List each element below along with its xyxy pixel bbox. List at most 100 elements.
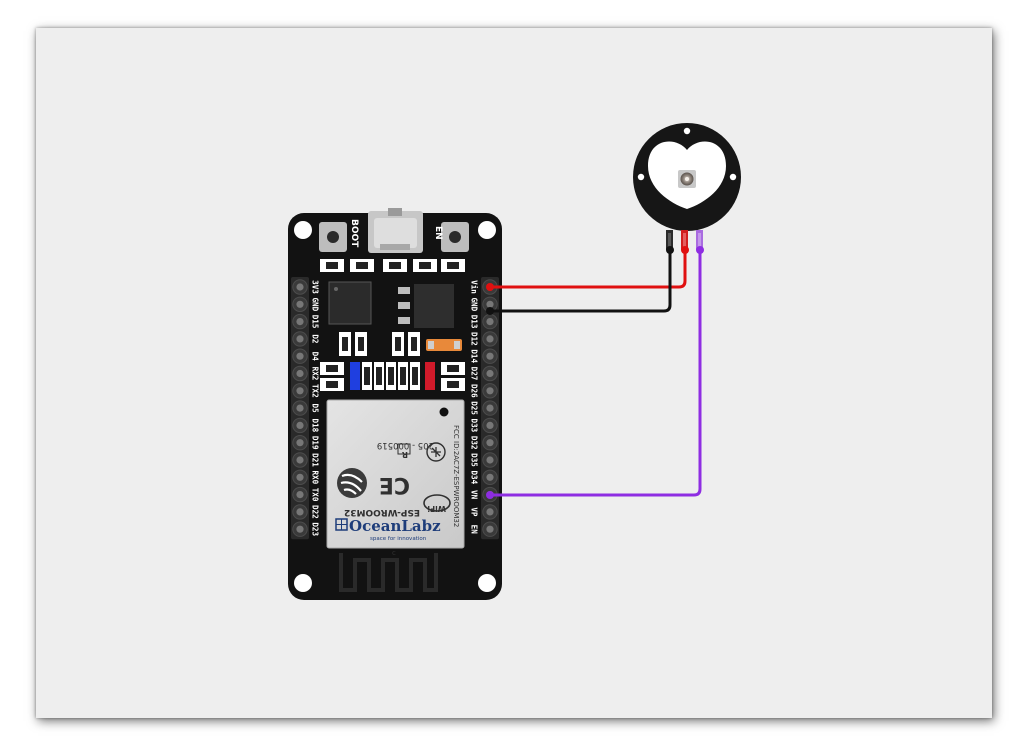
pin-label-vp-right: VP bbox=[469, 507, 478, 517]
mounting-hole bbox=[478, 221, 496, 239]
header-pin-d19-left[interactable] bbox=[292, 435, 308, 451]
pin-label-d33-right: D33 bbox=[469, 419, 478, 433]
oceanlabz-logo-icon bbox=[335, 518, 348, 531]
pin-label-d25-right: D25 bbox=[469, 401, 478, 415]
pin-label-d12-right: D12 bbox=[469, 332, 478, 346]
pin-label-3v3-left: 3V3 bbox=[310, 280, 319, 294]
pin-label-d22-left: D22 bbox=[310, 505, 319, 519]
header-pin-d5-left[interactable] bbox=[292, 400, 308, 416]
pulse-sensor[interactable] bbox=[633, 123, 741, 250]
header-pin-d22-left[interactable] bbox=[292, 504, 308, 520]
boot-button[interactable] bbox=[319, 222, 347, 252]
header-pin-d25-right[interactable] bbox=[482, 400, 498, 416]
pin-label-rx2-left: RX2 bbox=[310, 367, 319, 381]
pin-label-vin-right: Vin bbox=[469, 280, 478, 294]
header-pin-tx2-left[interactable] bbox=[292, 383, 308, 399]
usb-serial-chip bbox=[328, 281, 372, 325]
wifi-logo-icon: WiFi bbox=[423, 494, 451, 513]
wire-vin[interactable] bbox=[490, 250, 687, 289]
pin-label-d26-right: D26 bbox=[469, 384, 478, 398]
resistor-row bbox=[320, 362, 465, 391]
wire-endpoint bbox=[696, 246, 704, 254]
sensor-leads bbox=[666, 230, 703, 250]
mounting-hole bbox=[478, 574, 496, 592]
pin-label-d19-left: D19 bbox=[310, 436, 319, 450]
header-pin-tx0-left[interactable] bbox=[292, 486, 308, 503]
brand-text: OceanLabz bbox=[349, 517, 441, 535]
espressif-logo-icon bbox=[337, 468, 367, 498]
module-fcc-text: FCC ID:2AC7Z-ESPWROOM32 bbox=[452, 425, 460, 527]
header-pin-d35-right[interactable] bbox=[482, 452, 498, 468]
header-pin-d18-left[interactable] bbox=[292, 417, 308, 434]
left-pin-labels: 3V3GNDD15D2D4RX2TX2D5D18D19D21RX0TX0D22D… bbox=[310, 280, 319, 536]
en-button-label: EN bbox=[433, 226, 443, 240]
pcb-antenna: c bbox=[339, 549, 438, 592]
header-pin-en-right[interactable] bbox=[482, 521, 498, 537]
svg-text:R: R bbox=[402, 450, 408, 459]
wire-endpoint bbox=[486, 491, 494, 499]
pin-label-tx2-left: TX2 bbox=[310, 384, 319, 398]
sensor-mount-hole bbox=[637, 173, 645, 181]
header-pin-rx0-left[interactable] bbox=[292, 469, 308, 485]
right-pin-header bbox=[481, 277, 499, 540]
pin-label-tx0-left: TX0 bbox=[310, 488, 319, 502]
header-pin-d2-left[interactable] bbox=[292, 331, 308, 347]
header-pin-d12-right[interactable] bbox=[482, 331, 498, 347]
pin-label-d32-right: D32 bbox=[469, 436, 478, 450]
header-pin-d34-right[interactable] bbox=[482, 469, 498, 485]
header-pin-d26-right[interactable] bbox=[482, 383, 498, 399]
header-pin-d27-right[interactable] bbox=[482, 365, 498, 382]
pin-label-d13-right: D13 bbox=[469, 315, 478, 329]
pin-label-d34-right: D34 bbox=[469, 470, 478, 484]
sensor-led-icon bbox=[678, 170, 696, 188]
pin-label-d4-left: D4 bbox=[310, 352, 319, 362]
header-pin-d4-left[interactable] bbox=[292, 348, 308, 364]
header-pin-d33-right[interactable] bbox=[482, 417, 498, 434]
header-pin-d14-right[interactable] bbox=[482, 348, 498, 364]
pin-label-d2-left: D2 bbox=[310, 334, 319, 343]
pin-label-d15-left: D15 bbox=[310, 315, 319, 329]
header-pin-d13-right[interactable] bbox=[482, 313, 498, 330]
mounting-hole bbox=[294, 574, 312, 592]
wire-gnd[interactable] bbox=[490, 250, 672, 313]
voltage-regulator bbox=[398, 284, 454, 328]
pin-label-rx0-left: RX0 bbox=[310, 470, 319, 484]
right-pin-labels: VinGNDD13D12D14D27D26D25D33D32D35D34VNVP… bbox=[469, 280, 478, 534]
header-pin-rx2-left[interactable] bbox=[292, 365, 308, 382]
left-pin-header bbox=[291, 277, 309, 540]
mounting-hole bbox=[294, 221, 312, 239]
pin-label-en-right: EN bbox=[469, 525, 478, 535]
smd-components-top bbox=[320, 259, 465, 272]
diagram-canvas bbox=[36, 28, 992, 718]
module-model-text: ESP-WROOM32 bbox=[344, 507, 420, 517]
esp-wroom32-module: FCC ID:2AC7Z-ESPWROOM32 205 - 000519 R C… bbox=[326, 399, 465, 549]
header-pin-d32-right[interactable] bbox=[482, 435, 498, 451]
pin-label-vn-right: VN bbox=[469, 490, 478, 500]
header-pin-gnd-right[interactable] bbox=[482, 296, 498, 312]
header-pin-d23-left[interactable] bbox=[292, 521, 308, 537]
header-pin-vp-right[interactable] bbox=[482, 504, 498, 520]
pin-label-d23-left: D23 bbox=[310, 522, 319, 536]
usb-port[interactable] bbox=[368, 208, 423, 253]
en-button[interactable] bbox=[441, 222, 469, 252]
sensor-mount-hole bbox=[683, 127, 691, 135]
ce-mark: CE bbox=[379, 472, 410, 497]
pin-label-d21-left: D21 bbox=[310, 453, 319, 467]
header-pin-d15-left[interactable] bbox=[292, 313, 308, 330]
fcc-logo-icon bbox=[426, 442, 446, 462]
pin-label-gnd-left: GND bbox=[310, 297, 319, 311]
svg-text:WiFi: WiFi bbox=[427, 504, 446, 513]
cert-registered-mark: R bbox=[397, 443, 411, 459]
wires bbox=[486, 246, 704, 499]
esp32-board[interactable]: BOOT EN bbox=[288, 208, 502, 600]
header-pin-gnd-left[interactable] bbox=[292, 296, 308, 312]
wire-endpoint bbox=[486, 307, 494, 315]
wire-signal[interactable] bbox=[490, 250, 702, 497]
wire-endpoint bbox=[486, 283, 494, 291]
header-pin-d21-left[interactable] bbox=[292, 452, 308, 468]
module-cert-text: 205 - 000519 bbox=[377, 440, 434, 450]
brand-tagline: space for innovation bbox=[370, 536, 427, 542]
pin-label-d14-right: D14 bbox=[469, 349, 478, 363]
header-pin-3v3-left[interactable] bbox=[292, 279, 308, 295]
